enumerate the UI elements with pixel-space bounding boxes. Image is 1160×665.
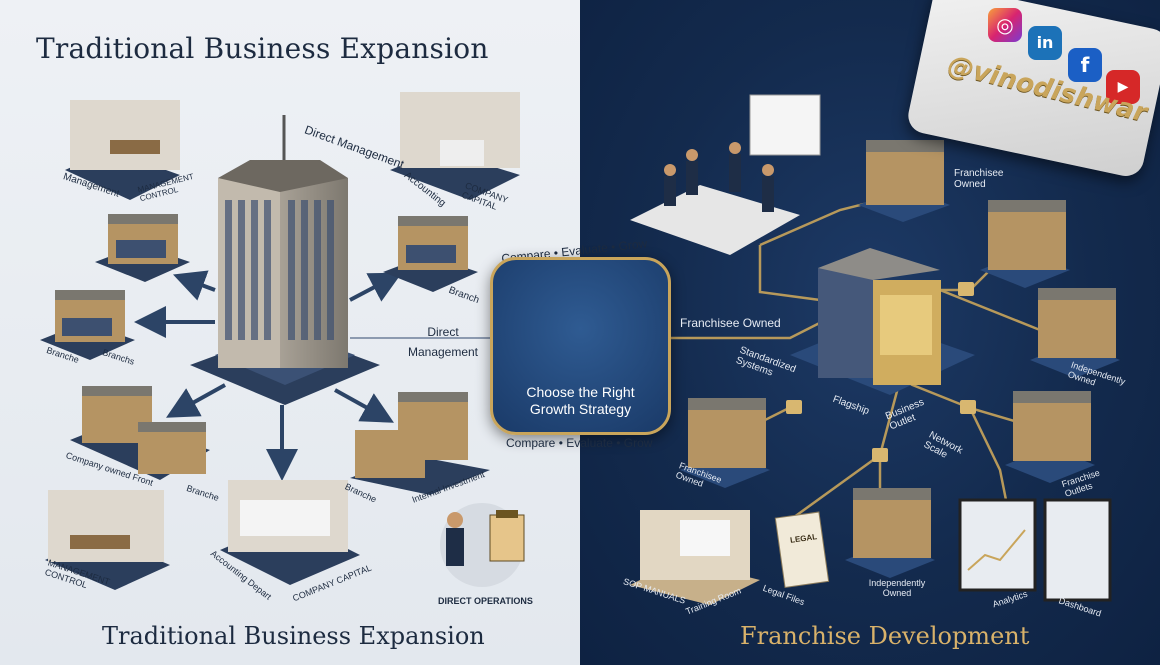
franchise-right-low: [1005, 391, 1095, 483]
network-nodes: [786, 282, 976, 462]
badge-line-1: Choose the Right: [526, 384, 635, 400]
left-title-bottom: Traditional Business Expansion: [102, 622, 485, 650]
analytics-dashboard: [958, 498, 1112, 602]
meeting-platform: [630, 94, 821, 255]
franchise-right-mid: [1030, 288, 1120, 378]
label-franchisee-owned-top: Franchisee Owned: [954, 168, 1004, 190]
facebook-icon[interactable]: f: [1068, 48, 1102, 82]
franchise-bottom: [845, 488, 935, 578]
direct-operations-illustration: [440, 503, 525, 587]
label-direct-management-mid: Direct Management: [407, 325, 479, 359]
expansion-arrows: [134, 270, 403, 481]
branch-bottom-left: [70, 386, 210, 480]
branch-buildings: [40, 92, 520, 590]
office-management-control: [45, 490, 170, 590]
label-direct-operations: DIRECT OPERATIONS: [438, 596, 533, 606]
linkedin-icon[interactable]: in: [1028, 26, 1062, 60]
badge-text: Choose the Right Growth Strategy: [493, 384, 668, 418]
legal-files: [774, 511, 830, 589]
office-accounting: [390, 92, 520, 200]
office-accounting-depart: [220, 480, 360, 585]
franchise-buildings: [680, 140, 1120, 578]
franchise-left: [680, 398, 770, 488]
franchise-top: [858, 140, 950, 222]
instagram-icon[interactable]: ◎: [988, 8, 1022, 42]
compare-evaluate-grow-bottom: Compare • Evaluate • Grow: [506, 436, 653, 450]
flagship-outlet: [790, 248, 975, 395]
left-title-top: Traditional Business Expansion: [36, 32, 489, 65]
tower-windows: [225, 200, 334, 340]
branch-top-left: [95, 214, 190, 282]
badge-line-2: Growth Strategy: [529, 401, 632, 417]
headquarters-tower: [190, 115, 380, 405]
label-independently-owned-bottom: Independently Owned: [868, 578, 926, 598]
training-room: [630, 510, 760, 605]
branch-bottom-right: [350, 392, 490, 495]
franchise-right-top: [980, 200, 1070, 288]
branch-right: [383, 216, 478, 292]
youtube-icon[interactable]: ▶: [1106, 70, 1140, 104]
office-management: [65, 100, 180, 200]
branch-left: [40, 290, 135, 360]
label-franchisee-owned-mid: Franchisee Owned: [680, 316, 781, 330]
growth-strategy-badge: Choose the Right Growth Strategy: [490, 257, 671, 435]
right-title-bottom: Franchise Development: [740, 622, 1030, 650]
